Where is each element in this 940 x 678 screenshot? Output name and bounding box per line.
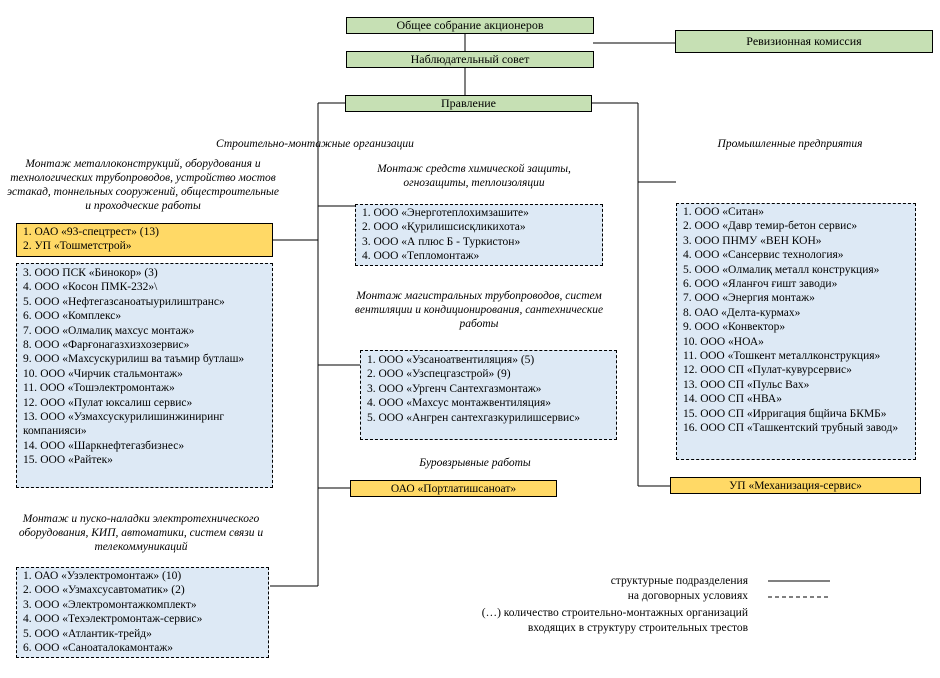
metal-contract-box: 1. ОАО «93-спецтрест» (13) 2. УП «Тошмет… [16,223,273,257]
list-item: 1. ОАО «Узэлектромонтаж» (10) [23,570,182,582]
list-item: 11. ООО «Тошкент металлконструкция» [683,350,881,363]
legend-contract: на договорных условиях [627,590,748,602]
list-item: 3. ООО ПСК «Бинокор» (3) [23,267,158,279]
metal-caption: Монтаж металлоконструкций, оборудования … [7,158,279,212]
list-item: 7. ООО «Олмалиқ махсус монтаж» [23,324,195,337]
list-item: 2. ООО «Узспецгазстрой» (9) [367,368,511,381]
list-item: 5. ООО «Нефтегазсаноатыурилиштранс» [23,295,225,308]
board-label: Наблюдательный совет [410,52,530,66]
chemical-caption: Монтаж средств химической защиты, огноза… [377,163,571,189]
management-box: Правление [345,95,592,112]
audit-label: Ревизионная комиссия [746,34,862,48]
list-item: 4. ООО «Махсус монтажвентиляция» [367,397,552,410]
list-item: 2. ООО «Давр темир-бетон сервис» [683,220,858,233]
electro-list-box: 1. ОАО «Узэлектромонтаж» (10) 2. ООО «Уз… [16,567,269,658]
electro-caption: Монтаж и пуско-наладки электротехническо… [18,513,264,553]
management-label: Правление [441,96,496,110]
list-item: 6. ООО «Комплекс» [23,310,122,323]
list-item: 2. ООО «Узмахсусавтоматик» (2) [23,584,185,597]
list-item: 3. ООО «Электромонтажкомплект» [23,598,197,611]
list-item: 5. ООО «Ангрен сантехгазкурилишсервис» [367,411,581,424]
list-item: 15. ООО СП «Ирригация бщйича БКМБ» [683,407,887,420]
list-item: 1. ООО «Энерготеплохимзашите» [362,207,529,219]
list-item: 8. ООО «Фарғонагазхизхозервис» [23,339,190,352]
list-item: 6. ООО «Саноаталокамонтаж» [23,642,174,655]
industrial-caption: Промышленные предприятия [717,138,863,150]
list-item: 3. ООО «Ургенч Сантехгазмонтаж» [367,382,542,395]
list-item: 14. ООО СП «НВА» [683,393,782,406]
list-item: 5. ООО «Олмалиқ металл конструкция» [683,263,880,276]
industry-contract-label: УП «Механизация-сервис» [729,480,862,492]
list-item: 2. ООО «Қурилишсисқликихота» [362,221,526,234]
industry-contract-box: УП «Механизация-сервис» [670,477,921,494]
list-item: 4. ООО «Тепломонтаж» [362,250,480,263]
list-item: 2. УП «Тошметстрой» [23,240,132,253]
drilling-caption: Буровзрывные работы [419,457,531,469]
list-item: 10. ООО «Чирчик стальмонтаж» [23,367,183,380]
board-box: Наблюдательный совет [346,51,594,68]
list-item: 8. ОАО «Делта-курмах» [683,306,801,319]
list-item: 4. ООО «Техэлектромонтаж-сервис» [23,613,203,626]
list-item: 11. ООО «Тошэлектромонтаж» [23,382,175,395]
drilling-org-label: ОАО «Портлатишсаноат» [390,483,517,495]
list-item: 3. ООО ПНМУ «ВЕН КОН» [683,234,822,247]
list-item: 3. ООО «А плюс Б - Туркистон» [362,235,521,248]
list-item: 5. ООО «Атлантик-трейд» [23,627,152,640]
list-item: 12. ООО СП «Пулат-кувурсервис» [683,364,852,377]
list-item: 14. ООО «Шаркнефтегазбизнес» [23,439,185,452]
list-item: 6. ООО «Яланғоч ғишт заводи» [683,278,838,291]
list-item: 15. ООО «Райтек» [23,454,113,467]
pipeline-caption: Монтаж магистральных трубопроводов, сист… [354,290,604,330]
list-item: 7. ООО «Энергия монтаж» [683,292,815,305]
pipeline-list-box: 1. ООО «Узсаноатвентиляция» (5) 2. ООО «… [360,350,617,440]
list-item: 4. ООО «Косон ПМК-232»\ [23,281,158,294]
list-item: 13. ООО «Узмахсускурилишинжиниринг компа… [23,411,225,438]
shareholders-label: Общее собрание акционеров [396,18,544,32]
list-item: 13. ООО СП «Пульс Вах» [683,378,810,391]
list-item: 1. ООО «Ситан» [683,206,765,218]
list-item: 10. ООО «НОА» [683,335,764,348]
list-item: 16. ООО СП «Ташкентский трубный завод» [683,422,899,435]
legend-count-note-2: входящих в структуру строительных тресто… [527,622,748,634]
legend-count-note-1: (…) количество строительно-монтажных орг… [481,607,748,619]
list-item: 12. ООО «Пулат юксалиш сервис» [23,396,193,409]
list-item: 1. ОАО «93-спецтрест» (13) [23,226,159,238]
audit-box: Ревизионная комиссия [675,30,933,53]
drilling-org-box: ОАО «Портлатишсаноат» [350,480,557,497]
chemical-list-box: 1. ООО «Энерготеплохимзашите» 2. ООО «Қу… [355,204,603,266]
construction-caption: Строительно-монтажные организации [216,138,414,150]
legend-structural: структурные подразделения [610,575,748,587]
industry-list-box: 1. ООО «Ситан» 2. ООО «Давр темир-бетон … [676,203,916,460]
metal-list-box: 3. ООО ПСК «Бинокор» (3) 4. ООО «Косон П… [16,263,273,488]
list-item: 4. ООО «Сансервис технология» [683,249,844,262]
list-item: 9. ООО «Махсускурилиш ва таъмир бутлаш» [23,353,245,366]
list-item: 1. ООО «Узсаноатвентиляция» (5) [367,354,535,366]
shareholders-box: Общее собрание акционеров [346,17,594,34]
list-item: 9. ООО «Конвектор» [683,321,786,334]
